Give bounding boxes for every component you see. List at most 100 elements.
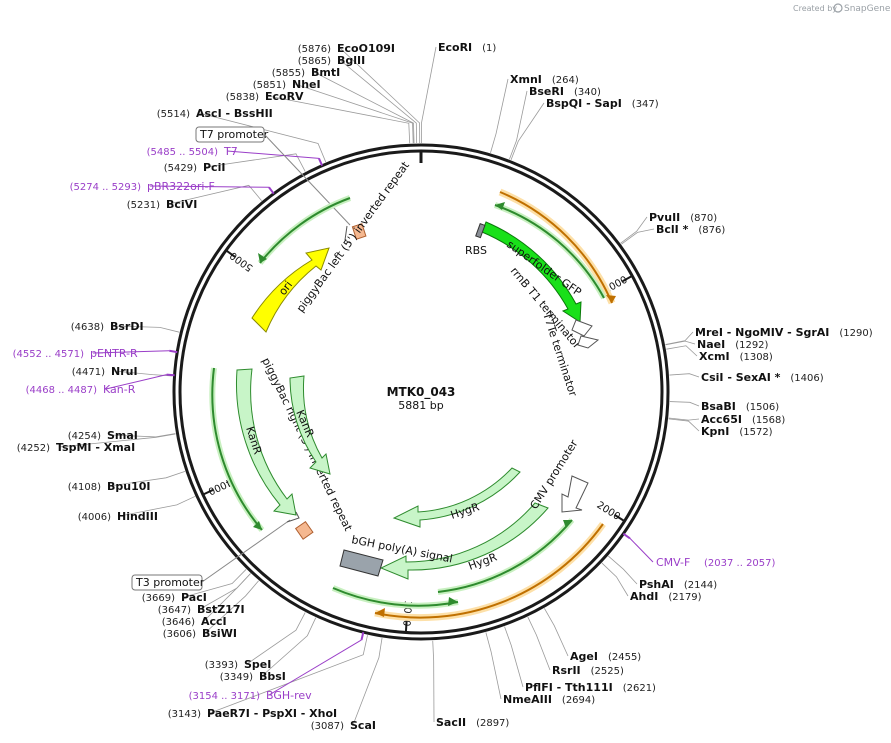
restriction-site[interactable]: (5855)BmtI bbox=[272, 66, 340, 79]
ruler-tick-label: 5000 bbox=[228, 249, 255, 273]
restriction-site[interactable]: (5838)EcoRV bbox=[226, 90, 304, 103]
restriction-site[interactable]: (3646)AccI bbox=[162, 615, 227, 628]
site-name: BsrDI bbox=[110, 320, 144, 333]
site-position: (1290) bbox=[839, 328, 872, 339]
restriction-site[interactable]: AgeI(2455) bbox=[570, 650, 641, 663]
site-position: (2179) bbox=[668, 592, 701, 603]
snapgene-logo-icon bbox=[833, 3, 843, 13]
primer-leader bbox=[629, 537, 654, 563]
restriction-site[interactable]: XmnI(264) bbox=[510, 73, 579, 86]
feature-hygr-upper[interactable]: HygR bbox=[392, 467, 521, 528]
site-name: NruI bbox=[111, 365, 138, 378]
restriction-site[interactable]: (3606)BsiWI bbox=[163, 627, 237, 640]
restriction-site[interactable]: (5876) EcoO109I bbox=[298, 42, 395, 55]
primer-name: Kan-R bbox=[103, 383, 136, 396]
restriction-site[interactable]: CsiI - SexAI *(1406) bbox=[701, 371, 824, 384]
primer-name: BGH-rev bbox=[266, 689, 312, 702]
restriction-site[interactable]: (5429)PciI bbox=[164, 161, 226, 174]
restriction-site[interactable]: (4254)SmaI bbox=[68, 429, 138, 442]
site-name: BseRI bbox=[529, 85, 564, 98]
orf-arcs bbox=[209, 188, 616, 622]
site-leader-line bbox=[168, 184, 262, 205]
restriction-site[interactable]: NmeAIII(2694) bbox=[503, 693, 595, 706]
restriction-site[interactable]: PvuII(870) bbox=[649, 211, 717, 224]
restriction-site[interactable]: (3647)BstZ17I bbox=[158, 603, 245, 616]
restriction-site[interactable]: MreI - NgoMIV - SgrAI(1290) bbox=[695, 326, 873, 339]
primer[interactable]: (5485 .. 5504)T7 bbox=[147, 145, 324, 167]
site-name: BglII bbox=[337, 54, 365, 67]
site-position: (3349) bbox=[220, 672, 253, 683]
boxed-feature-t7-promoter[interactable]: T7 promoter bbox=[195, 126, 351, 226]
restriction-site[interactable]: PshAI(2144) bbox=[639, 578, 717, 591]
site-leader-line bbox=[621, 228, 655, 245]
restriction-site[interactable]: BseRI(340) bbox=[529, 85, 601, 98]
site-leader-line bbox=[339, 47, 421, 144]
site-position: (3669) bbox=[142, 593, 175, 604]
credit-text: Created by bbox=[793, 4, 837, 13]
restriction-site[interactable]: (3349)BbsI bbox=[220, 670, 286, 683]
restriction-site[interactable]: BclI *(876) bbox=[656, 223, 725, 236]
site-position: (876) bbox=[698, 225, 725, 236]
ruler-tick bbox=[202, 489, 214, 496]
site-name: ScaI bbox=[350, 719, 376, 732]
rbs-label: RBS bbox=[465, 244, 487, 257]
t3-promoter-label: T3 promoter bbox=[135, 576, 205, 589]
primer[interactable]: (3154 .. 3171)BGH-rev bbox=[189, 631, 365, 702]
restriction-site[interactable]: AhdI(2179) bbox=[630, 590, 702, 603]
restriction-site[interactable]: PflFI - Tth111I(2621) bbox=[525, 681, 656, 694]
restriction-site[interactable]: BsaBI(1506) bbox=[701, 400, 779, 413]
boxed-feature-t3-promoter[interactable]: T3 promoter bbox=[131, 519, 291, 591]
site-position: (1568) bbox=[752, 415, 785, 426]
restriction-site[interactable]: (3393)SpeI bbox=[205, 658, 272, 671]
site-name: BsiWI bbox=[202, 627, 237, 640]
primer[interactable]: CMV-F(2037 .. 2057) bbox=[622, 532, 776, 569]
restriction-site[interactable]: (4006)HindIII bbox=[78, 510, 158, 523]
restriction-site[interactable]: (4108)Bpu10I bbox=[68, 480, 151, 493]
ruler-tick bbox=[614, 514, 626, 522]
site-leader-line bbox=[601, 562, 629, 597]
restriction-site[interactable]: (3669)PacI bbox=[142, 591, 207, 604]
restriction-site[interactable]: (5851)NheI bbox=[253, 78, 321, 91]
site-labels: EcoRI(1) XmnI(264)BseRI(340)BspQI - SapI(… bbox=[17, 41, 873, 732]
site-leader-line bbox=[113, 370, 173, 377]
feature-rbs[interactable]: RBS bbox=[465, 223, 487, 257]
site-leader-line bbox=[544, 608, 569, 657]
feature-piggybac-left-ir[interactable]: piggyBac left (5') inverted repeat bbox=[294, 159, 412, 315]
feature-t7te-terminator[interactable]: T7Te terminator bbox=[540, 310, 600, 398]
site-name: PshAI bbox=[639, 578, 674, 591]
feature-cmv-promoter[interactable]: CMV promoter bbox=[528, 437, 589, 513]
primer[interactable]: (4468 .. 4487)Kan-R bbox=[26, 373, 175, 396]
restriction-site[interactable]: KpnI(1572) bbox=[701, 425, 773, 438]
restriction-site[interactable]: SacII(2897) bbox=[436, 716, 509, 729]
site-name: PciI bbox=[203, 161, 225, 174]
primer-name: pENTR-R bbox=[90, 347, 138, 360]
restriction-site[interactable]: (4252)TspMI - XmaI bbox=[17, 441, 135, 454]
site-leader-line bbox=[504, 626, 524, 688]
primer[interactable]: (5274 .. 5293)pBR322ori-F bbox=[70, 180, 275, 195]
site-position: (1506) bbox=[746, 402, 779, 413]
site-leader-line bbox=[668, 417, 700, 421]
feature-kanr-outer[interactable]: KanR bbox=[236, 368, 297, 516]
restriction-site[interactable]: BspQI - SapI(347) bbox=[546, 97, 659, 110]
restriction-site[interactable]: (3087)ScaI bbox=[311, 719, 376, 732]
site-name: PvuII bbox=[649, 211, 680, 224]
restriction-site[interactable]: XcmI(1308) bbox=[699, 350, 773, 363]
orf-arrow-head bbox=[258, 253, 267, 263]
restriction-site[interactable]: (5865)BglII bbox=[298, 54, 365, 67]
restriction-site[interactable]: (4638)BsrDI bbox=[71, 320, 144, 333]
site-position: (5876) bbox=[298, 44, 331, 55]
site-name: PflFI - Tth111I bbox=[525, 681, 613, 694]
restriction-site[interactable]: (3143)PaeR7I - PspXI - XhoI bbox=[168, 707, 337, 720]
credit-brand: SnapGene bbox=[844, 4, 891, 14]
restriction-site[interactable]: Acc65I(1568) bbox=[701, 413, 785, 426]
primer[interactable]: (4552 .. 4571)pENTR-R bbox=[13, 347, 178, 360]
site-name: EcoO109I bbox=[337, 42, 395, 55]
restriction-site[interactable]: (5514)AscI - BssHII bbox=[157, 107, 273, 120]
restriction-site[interactable]: RsrII(2525) bbox=[552, 664, 624, 677]
primer-leader bbox=[226, 150, 319, 159]
restriction-site[interactable]: (5231)BciVI bbox=[127, 198, 198, 211]
restriction-site[interactable]: NaeI(1292) bbox=[697, 338, 769, 351]
restriction-site[interactable]: EcoRI(1) bbox=[438, 41, 496, 54]
restriction-site[interactable]: (4471)NruI bbox=[72, 365, 138, 378]
site-leader-line bbox=[485, 632, 502, 700]
